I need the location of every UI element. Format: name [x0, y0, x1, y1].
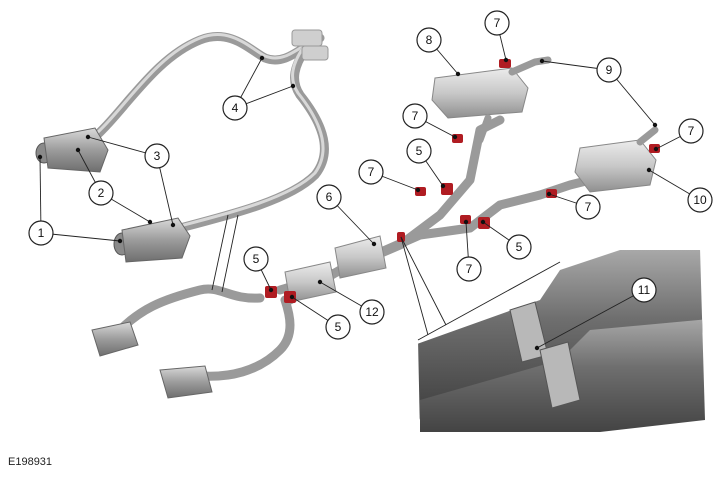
svg-text:12: 12 — [365, 305, 379, 319]
svg-text:8: 8 — [426, 33, 433, 47]
lower-cat-a — [91, 321, 139, 357]
callout-10: 10 — [687, 187, 713, 213]
svg-text:7: 7 — [688, 124, 695, 138]
callout-7-mid: 7 — [402, 103, 428, 129]
catalytic-converter-upper — [35, 127, 109, 173]
svg-text:4: 4 — [232, 101, 239, 115]
lower-front-pipes — [91, 284, 295, 399]
clamp-7-top — [499, 59, 511, 68]
callout-7-left: 7 — [358, 159, 384, 185]
callout-5-left-upper: 5 — [243, 246, 269, 272]
callout-7-top: 7 — [484, 10, 510, 36]
zoom-detail — [418, 248, 705, 432]
svg-text:7: 7 — [368, 165, 375, 179]
svg-text:7: 7 — [466, 262, 473, 276]
catalytic-converter-lower — [113, 217, 191, 263]
callout-9: 9 — [596, 57, 622, 83]
leader-dots — [37, 55, 659, 351]
clamp-7-centre — [460, 215, 471, 224]
figure-id: E198931 — [8, 456, 53, 468]
callout-2: 2 — [88, 180, 114, 206]
svg-text:6: 6 — [326, 190, 333, 204]
svg-text:10: 10 — [693, 193, 707, 207]
callout-7-far-right: 7 — [678, 118, 704, 144]
callout-5-mid: 5 — [406, 138, 432, 164]
rear-muffler-right — [574, 126, 659, 193]
svg-text:5: 5 — [416, 144, 423, 158]
callout-7-right: 7 — [575, 194, 601, 220]
callout-11: 11 — [631, 277, 657, 303]
callout-12: 12 — [359, 299, 385, 325]
flange-top-2 — [301, 45, 329, 61]
front-downpipes — [80, 29, 329, 233]
svg-text:5: 5 — [516, 240, 523, 254]
flange-top — [291, 29, 323, 47]
svg-text:7: 7 — [585, 200, 592, 214]
svg-text:9: 9 — [606, 63, 613, 77]
svg-text:7: 7 — [412, 109, 419, 123]
callout-5-right: 5 — [506, 234, 532, 260]
svg-text:11: 11 — [638, 283, 651, 297]
callout-7-centre: 7 — [456, 256, 482, 282]
svg-text:2: 2 — [98, 186, 105, 200]
svg-text:1: 1 — [38, 226, 45, 240]
svg-text:5: 5 — [253, 252, 260, 266]
callout-1: 1 — [28, 220, 54, 246]
callout-4: 4 — [222, 95, 248, 121]
lower-cat-b — [159, 365, 213, 399]
svg-text:7: 7 — [494, 16, 501, 30]
svg-text:3: 3 — [154, 149, 161, 163]
zoom-edge — [417, 261, 561, 341]
callout-6: 6 — [316, 184, 342, 210]
callout-8: 8 — [416, 27, 442, 53]
callout-5-left-lower: 5 — [325, 314, 351, 340]
intermediate-muffler — [334, 235, 387, 279]
svg-text:5: 5 — [335, 320, 342, 334]
callout-3: 3 — [144, 143, 170, 169]
